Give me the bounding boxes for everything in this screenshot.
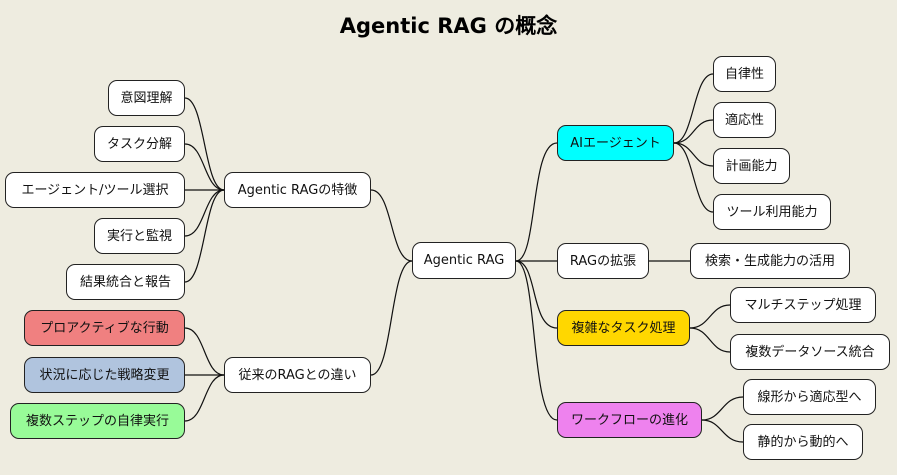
link-root-features bbox=[370, 189, 413, 262]
complex-task-node: 複雑なタスク処理 bbox=[557, 310, 690, 346]
features-node: Agentic RAGの特徴 bbox=[224, 172, 371, 208]
features-child-2: タスク分解 bbox=[94, 126, 185, 162]
complex-child-2: 複数データソース統合 bbox=[730, 334, 890, 370]
ai-agent-child-3: 計画能力 bbox=[713, 148, 790, 184]
link-diff-c3 bbox=[184, 374, 225, 422]
link-features-c1 bbox=[184, 97, 225, 191]
complex-child-1: マルチステップ処理 bbox=[730, 287, 876, 323]
workflow-child-1: 線形から適応型へ bbox=[743, 379, 876, 415]
features-child-4: 実行と監視 bbox=[94, 218, 185, 254]
link-complex-c1 bbox=[689, 304, 731, 329]
rag-ext-child-1: 検索・生成能力の活用 bbox=[690, 243, 850, 279]
link-complex-c2 bbox=[689, 327, 731, 353]
link-features-c5 bbox=[184, 189, 225, 283]
features-child-3: エージェント/ツール選択 bbox=[5, 172, 185, 208]
diagram-title: Agentic RAG の概念 bbox=[339, 14, 558, 38]
diff-node: 従来のRAGとの違い bbox=[224, 357, 371, 393]
diff-child-2: 状況に応じた戦略変更 bbox=[24, 357, 185, 393]
link-ai-agent-c1 bbox=[673, 73, 714, 144]
ai-agent-child-4: ツール利用能力 bbox=[713, 194, 831, 230]
link-ai-agent-c4 bbox=[673, 142, 714, 213]
link-root-workflow bbox=[515, 260, 558, 421]
features-child-1: 意図理解 bbox=[108, 80, 185, 116]
link-ai-agent-c3 bbox=[673, 142, 714, 167]
link-features-c4 bbox=[184, 189, 225, 237]
ai-agent-child-2: 適応性 bbox=[713, 102, 776, 138]
link-root-diff bbox=[370, 260, 413, 376]
link-root-ai-agent bbox=[515, 142, 558, 262]
features-child-5: 結果統合と報告 bbox=[66, 264, 185, 300]
link-features-c2 bbox=[184, 143, 225, 191]
link-workflow-c1 bbox=[701, 396, 744, 421]
ai-agent-child-1: 自律性 bbox=[713, 56, 776, 92]
root-node: Agentic RAG bbox=[412, 242, 516, 279]
link-ai-agent-c2 bbox=[673, 119, 714, 144]
rag-ext-node: RAGの拡張 bbox=[557, 243, 649, 279]
link-workflow-c2 bbox=[701, 419, 744, 443]
diff-child-1: プロアクティブな行動 bbox=[24, 310, 185, 346]
diff-child-3: 複数ステップの自律実行 bbox=[10, 403, 185, 439]
link-diff-c1 bbox=[184, 327, 225, 376]
workflow-node: ワークフローの進化 bbox=[557, 402, 702, 438]
link-root-complex bbox=[515, 260, 558, 329]
ai-agent-node: AIエージェント bbox=[557, 125, 674, 161]
workflow-child-2: 静的から動的へ bbox=[743, 424, 863, 460]
